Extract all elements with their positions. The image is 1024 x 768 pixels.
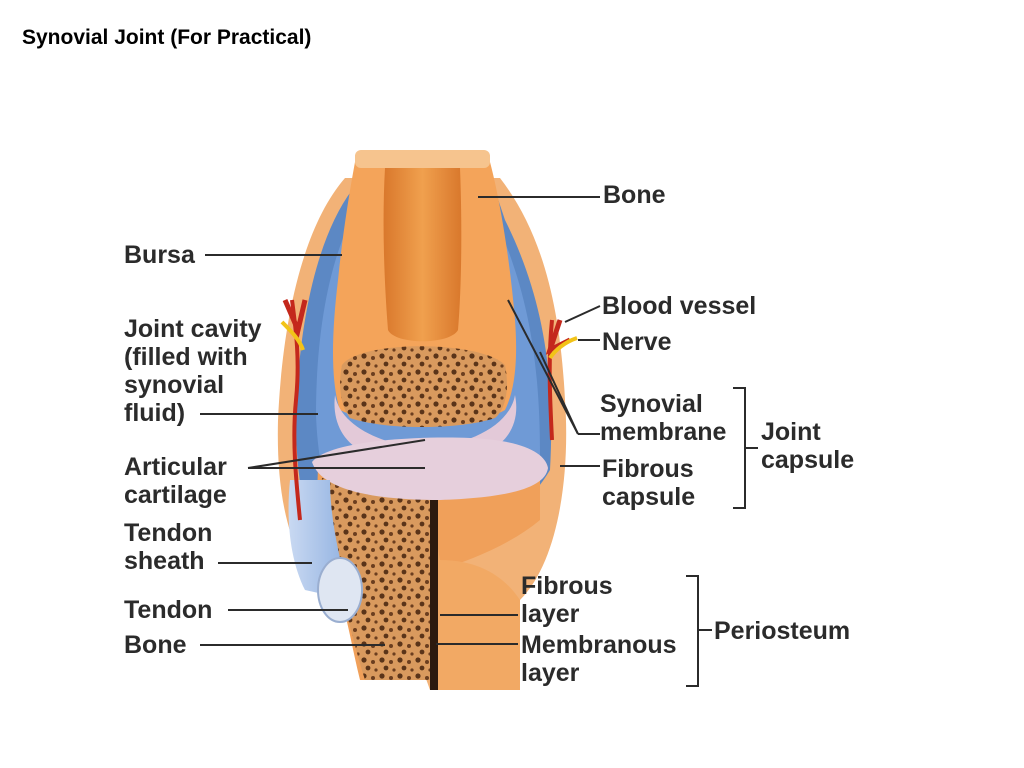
- label-bone-bottom: Bone: [124, 631, 187, 659]
- label-synovial-membrane: Synovial membrane: [600, 390, 726, 446]
- label-bone-top: Bone: [603, 181, 666, 209]
- label-fibrous-layer: Fibrous layer: [521, 572, 613, 628]
- leader-blood-vessel: [565, 306, 600, 322]
- label-nerve: Nerve: [602, 328, 672, 356]
- label-blood-vessel: Blood vessel: [602, 292, 756, 320]
- medullary-cavity: [384, 168, 462, 341]
- label-joint-cavity: Joint cavity (filled with synovial fluid…: [124, 315, 262, 427]
- label-tendon: Tendon: [124, 596, 212, 624]
- bracket-joint-capsule: [733, 388, 745, 508]
- label-joint-capsule: Joint capsule: [761, 418, 854, 474]
- label-articular-cartilage: Articular cartilage: [124, 453, 227, 509]
- label-tendon-sheath: Tendon sheath: [124, 519, 212, 575]
- label-periosteum: Periosteum: [714, 617, 850, 645]
- bracket-periosteum: [686, 576, 698, 686]
- label-bursa: Bursa: [124, 241, 195, 269]
- spongy-bone-upper: [340, 346, 507, 427]
- bone-top-cap: [355, 150, 490, 168]
- tendon-end: [318, 558, 362, 622]
- label-membranous-layer: Membranous layer: [521, 631, 677, 687]
- label-fibrous-capsule: Fibrous capsule: [602, 455, 695, 511]
